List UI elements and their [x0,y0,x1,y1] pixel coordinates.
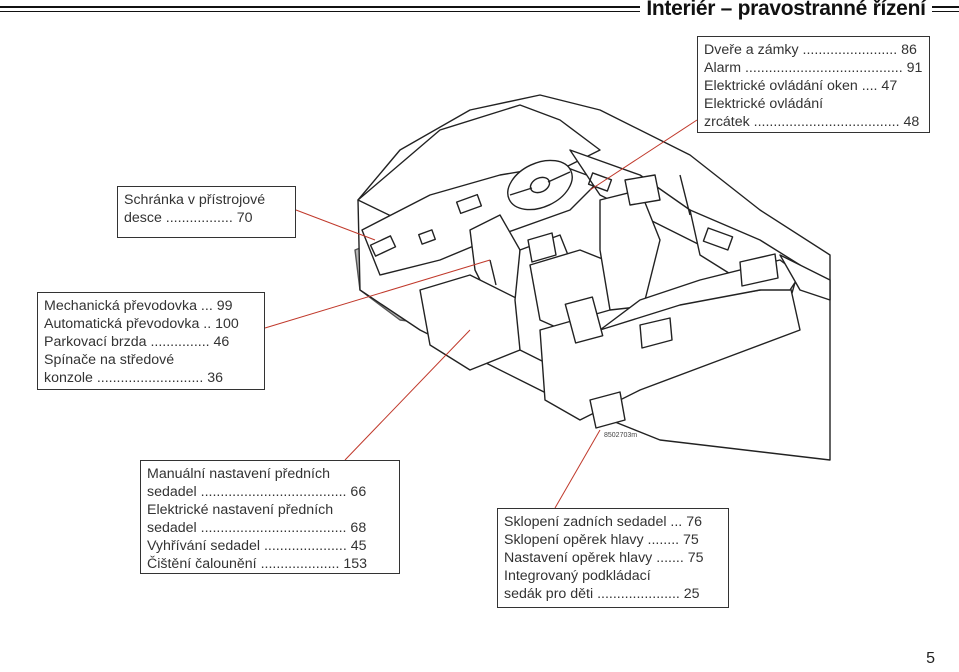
callout-rear-seats: Sklopení zadních sedadel ... 76 Sklopení… [497,508,729,608]
callout-line: Elektrické ovládání oken .... 47 [704,78,898,94]
callout-console: Mechanická převodovka ... 99 Automatická… [37,292,265,390]
callout-line: desce ................. 70 [124,210,253,226]
page-number: 5 [926,650,935,667]
callout-line: sedadel ................................… [147,520,367,536]
callout-line: Čištění čalounění .................... 1… [147,556,368,572]
image-code: 8502703m [604,432,638,439]
callout-line: konzole ........................... 36 [44,370,223,386]
callout-line: Integrovaný podkládací [504,568,651,584]
callout-line: Manuální nastavení předních [147,466,330,482]
callout-line: Schránka v přístrojové [124,192,266,208]
callout-glovebox: Schránka v přístrojové desce ...........… [117,186,296,238]
callout-line: Dveře a zámky ........................ 8… [704,42,917,58]
callout-line: Alarm ..................................… [704,60,923,76]
callout-line: Nastavení opěrek hlavy ....... 75 [504,550,704,566]
callout-line: Sklopení zadních sedadel ... 76 [504,514,702,530]
callout-line: Elektrické ovládání [704,96,824,112]
callout-line: Automatická převodovka .. 100 [44,316,239,332]
header-rule [0,6,640,8]
callout-line: sedadel ................................… [147,484,367,500]
callout-line: sedák pro děti ..................... 25 [504,586,700,602]
callout-line: Spínače na středové [44,352,175,368]
callout-line: Vyhřívání sedadel ..................... … [147,538,367,554]
header-rule-right-thin [932,11,959,12]
callout-line: Parkovací brzda ............... 46 [44,334,230,350]
callout-line: Mechanická převodovka ... 99 [44,298,233,314]
callout-front-seats: Manuální nastavení předních sedadel ....… [140,460,400,574]
callout-line: Elektrické nastavení předních [147,502,334,518]
page-title: Interiér – pravostranné řízení [646,0,926,20]
callout-line: zrcátek ................................… [704,114,920,130]
callout-line: Sklopení opěrek hlavy ........ 75 [504,532,699,548]
callout-doors: Dveře a zámky ........................ 8… [697,36,930,133]
header-rule-thin [0,11,640,12]
header-rule-right [932,6,959,8]
